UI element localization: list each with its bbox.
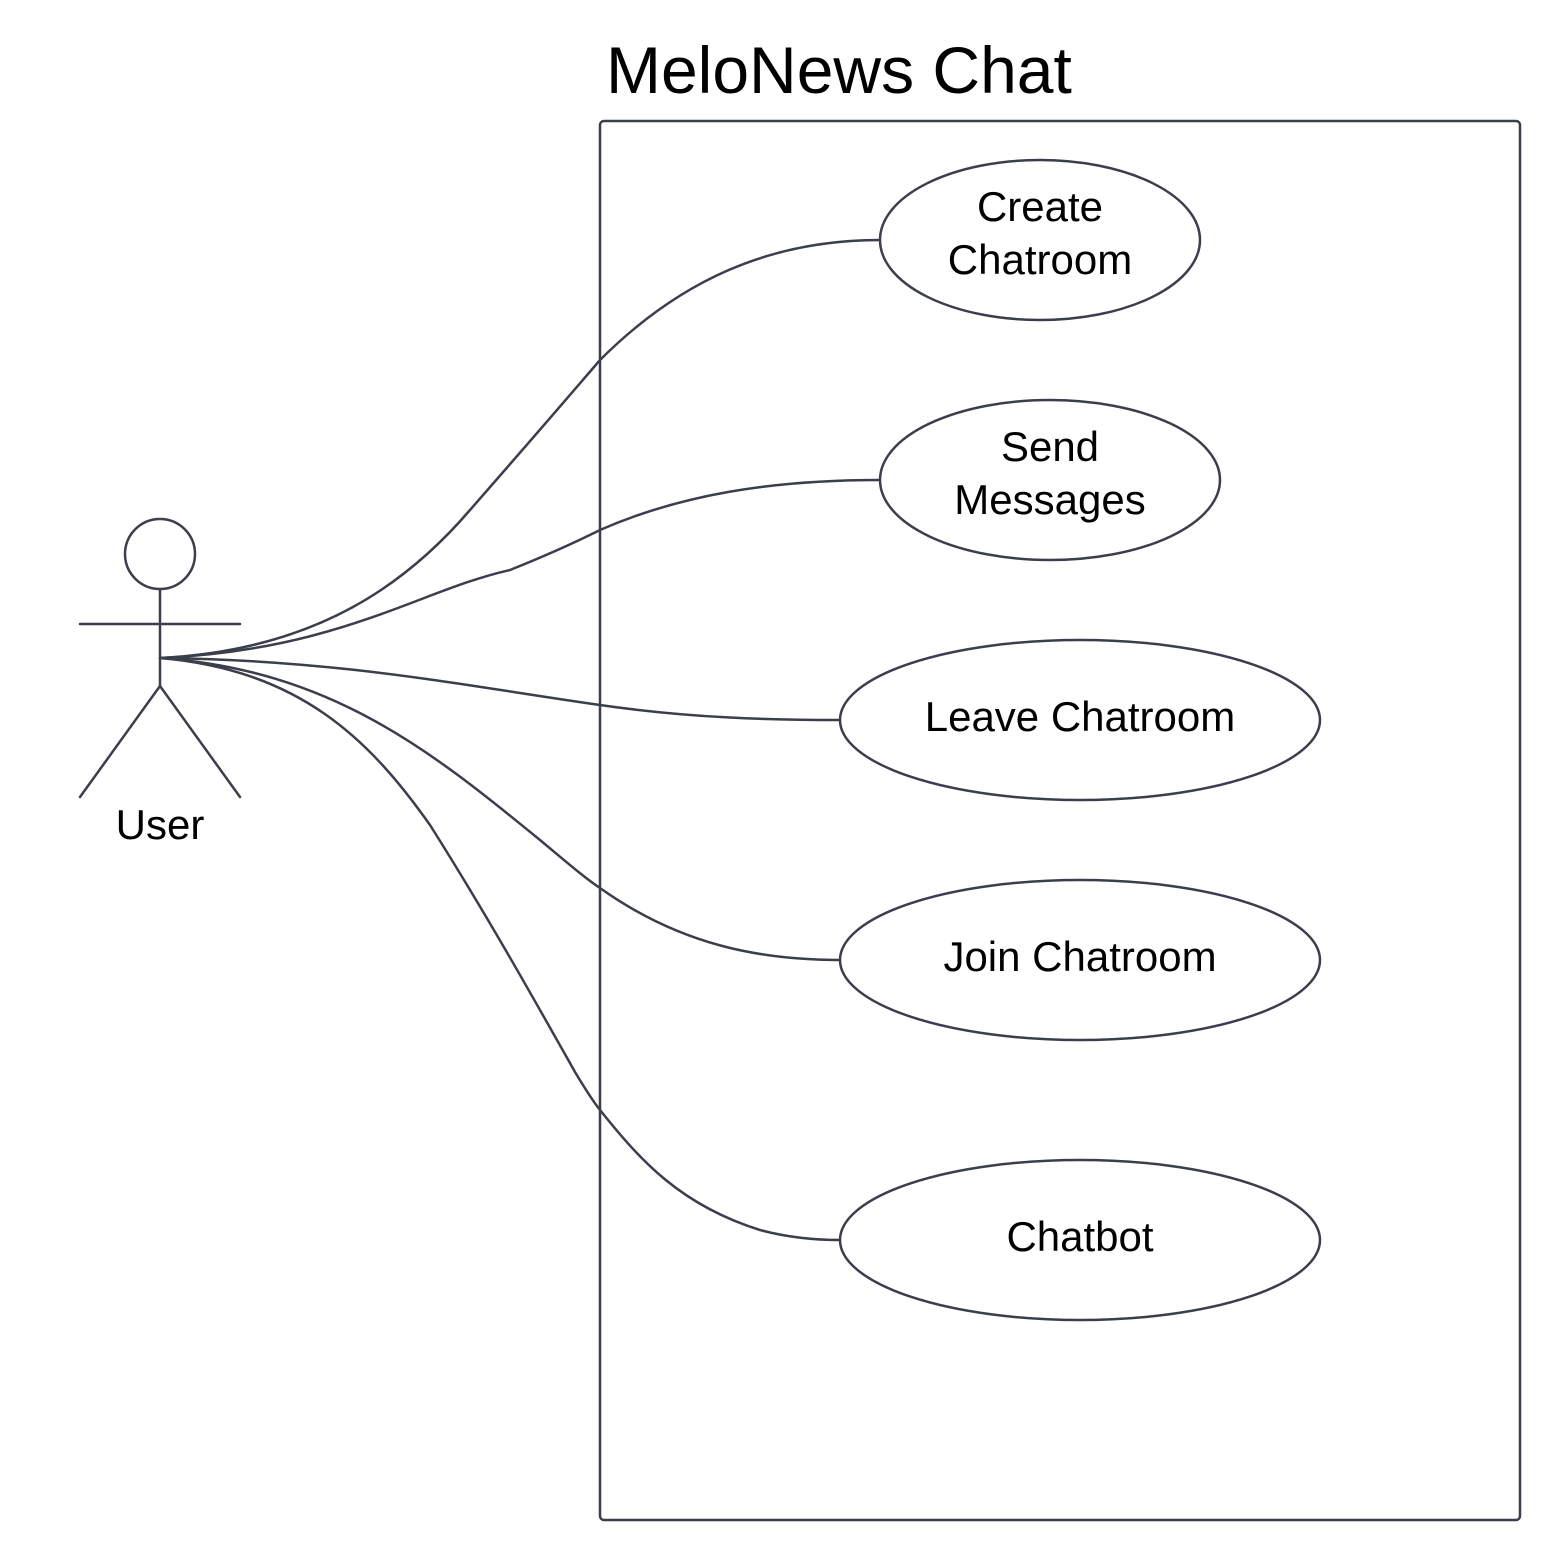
actor-left-leg (78, 684, 162, 799)
use-case-label: Leave Chatroom (925, 693, 1236, 740)
use-case-label-line-2: Messages (954, 476, 1145, 523)
use-case-label-line-2: Chatroom (948, 236, 1132, 283)
system-boundary (598, 119, 1522, 1522)
associations (158, 238, 882, 1242)
association-send-messages (158, 478, 882, 660)
use-case-ellipse (878, 398, 1222, 562)
use-case-label: Chatbot (1006, 1213, 1153, 1260)
actor-user[interactable]: User (78, 517, 242, 848)
actor-label: User (116, 801, 205, 848)
use-cases: Create Chatroom Send Messages Leave Chat… (838, 158, 1322, 1322)
use-case-ellipse (838, 878, 1322, 1042)
use-case-create-chatroom[interactable]: Create Chatroom (878, 158, 1202, 322)
association-chatbot (158, 656, 842, 1242)
use-case-ellipse (878, 158, 1202, 322)
use-case-label: Join Chatroom (943, 933, 1216, 980)
association-create-chatroom (158, 238, 882, 660)
use-case-join-chatroom[interactable]: Join Chatroom (838, 878, 1322, 1042)
association-join-chatroom (158, 656, 842, 962)
use-case-label-line-1: Create (977, 183, 1103, 230)
use-case-ellipse (838, 1158, 1322, 1322)
association-leave-chatroom (158, 656, 842, 722)
use-case-leave-chatroom[interactable]: Leave Chatroom (838, 638, 1322, 802)
use-case-send-messages[interactable]: Send Messages (878, 398, 1222, 562)
use-case-chatbot[interactable]: Chatbot (838, 1158, 1322, 1322)
system-title: MeloNews Chat (606, 33, 1072, 107)
use-case-label-line-1: Send (1001, 423, 1099, 470)
actor-head (123, 517, 197, 591)
use-case-ellipse (838, 638, 1322, 802)
actor-right-leg (158, 684, 242, 799)
